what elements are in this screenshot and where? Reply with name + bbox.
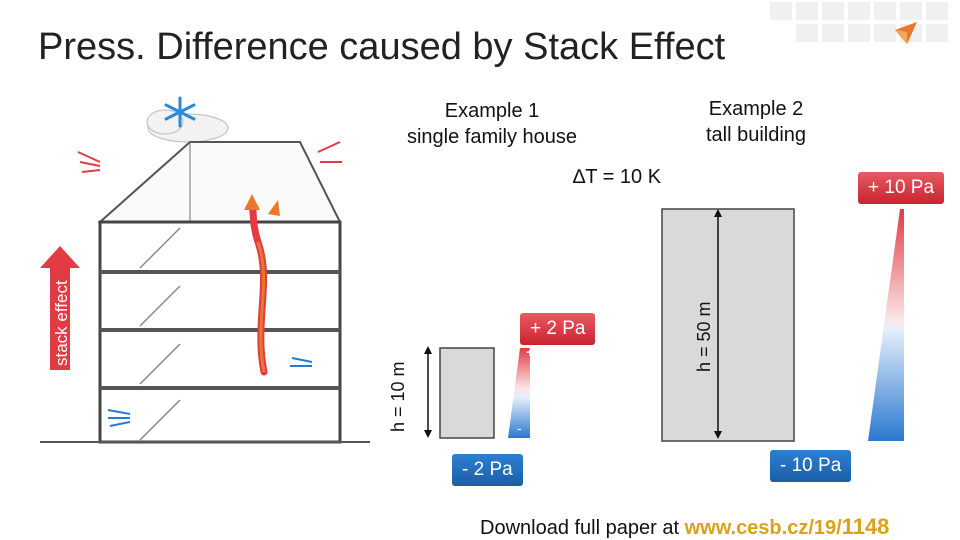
example2-subtitle: tall building — [705, 124, 807, 146]
house-top-pressure: + 2 Pa — [520, 313, 596, 345]
logo-icon — [895, 22, 917, 44]
house-bottom-pressure: - 2 Pa — [452, 454, 523, 486]
stack-effect-label: stack effect — [52, 280, 71, 366]
building-section-illustration — [40, 96, 370, 444]
footer-url[interactable]: www.cesb.cz/19/ — [684, 517, 842, 539]
tower-minus-sign: - — [844, 404, 853, 434]
tower-plus-sign: + — [866, 210, 883, 241]
footer-prefix: Download full paper at — [480, 517, 685, 539]
footer-download-line: Download full paper at www.cesb.cz/19/11… — [480, 514, 889, 540]
slide-title: Press. Difference caused by Stack Effect — [38, 26, 726, 68]
example1-subtitle: single family house — [406, 126, 578, 148]
house-plus-sign: + — [526, 344, 535, 360]
decorative-grid — [770, 2, 948, 42]
house-height-label: h = 10 m — [388, 361, 408, 432]
example2-heading: Example 2 tall building — [676, 96, 836, 148]
tower-height-label: h = 50 m — [694, 301, 714, 372]
delta-t-label: ∆T = 10 K — [573, 166, 662, 188]
tower-top-pressure: + 10 Pa — [858, 172, 945, 204]
snowflake-icon — [164, 96, 196, 128]
tower-height-diagram — [661, 208, 904, 442]
example1-heading: Example 1 single family house — [392, 98, 592, 150]
example1-title: Example 1 — [444, 100, 540, 122]
tower-bottom-pressure: - 10 Pa — [770, 450, 852, 482]
stack-effect-arrow — [40, 246, 80, 370]
footer-paper-number[interactable]: 1148 — [841, 514, 890, 539]
house-minus-sign: - — [517, 420, 522, 436]
example2-title: Example 2 — [708, 98, 804, 120]
house-height-diagram — [424, 346, 530, 439]
